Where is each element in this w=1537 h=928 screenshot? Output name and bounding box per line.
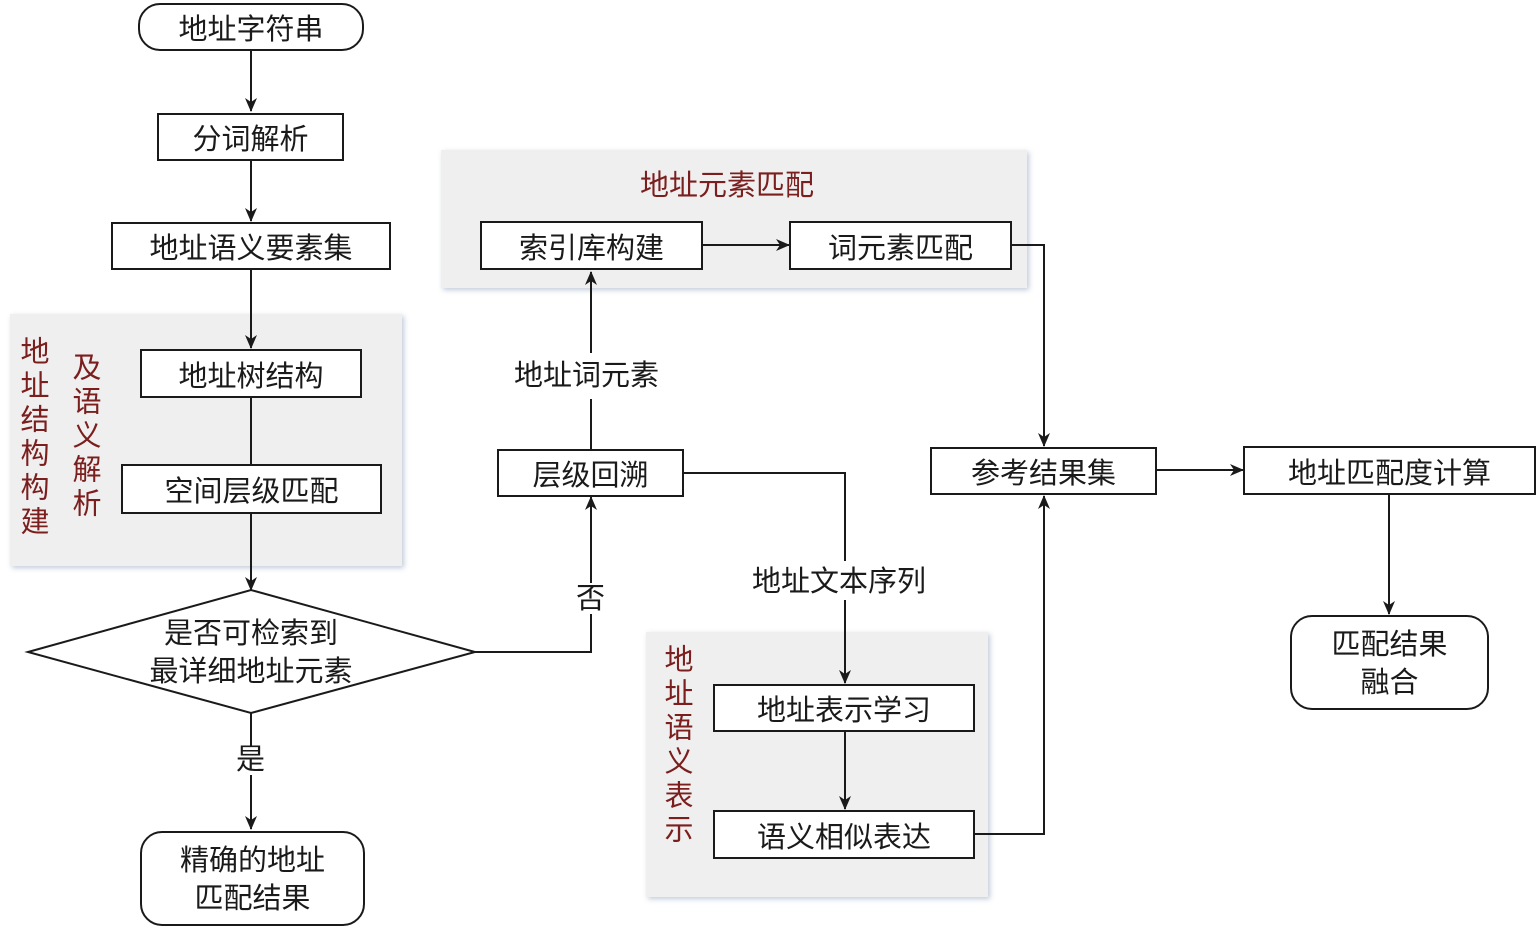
fusion-line1: 匹配结果 — [1331, 626, 1448, 661]
word-match-node: 词元素匹配 — [789, 221, 1012, 270]
edge-label-no: 否 — [576, 581, 606, 615]
backtrack-node: 层级回溯 — [497, 449, 684, 497]
exact-line1: 精确的地址 — [179, 842, 325, 877]
degree-calc-node: 地址匹配度计算 — [1243, 446, 1536, 495]
tokenize-node: 分词解析 — [157, 113, 344, 161]
fusion-node: 匹配结果 融合 — [1290, 615, 1489, 710]
semantic-set-node: 地址语义要素集 — [111, 222, 391, 270]
repr-learn-node: 地址表示学习 — [713, 684, 975, 732]
sim-expr-node: 语义相似表达 — [713, 810, 975, 859]
edge-label-text-sequence: 地址文本序列 — [752, 564, 927, 598]
fusion-line2: 融合 — [1360, 664, 1419, 699]
ref-set-node: 参考结果集 — [930, 447, 1157, 495]
group-structure-title-col2: 及语义解析 — [68, 352, 102, 522]
group-structure-title-col1: 地址结构构建 — [16, 336, 50, 540]
edge-decision-to-backtrack — [475, 614, 592, 653]
exact-result-node: 精确的地址 匹配结果 — [140, 831, 365, 926]
group-semantic-repr-title: 地址语义表示 — [660, 644, 694, 848]
decision-diamond-shape — [24, 588, 479, 715]
edge-sim-to-ref — [975, 495, 1050, 835]
edge-backtrack-to-repr — [684, 472, 846, 561]
decision-line2: 最详细地址元素 — [149, 654, 353, 688]
exact-line2: 匹配结果 — [194, 880, 311, 915]
address-tree-node: 地址树结构 — [140, 349, 362, 398]
decision-node-text: 是否可检索到 最详细地址元素 — [111, 614, 391, 690]
index-build-node: 索引库构建 — [480, 221, 703, 270]
start-node: 地址字符串 — [138, 3, 364, 51]
edge-label-word-elements: 地址词元素 — [514, 358, 660, 392]
decision-line1: 是否可检索到 — [163, 616, 338, 650]
edge-word-to-ref — [1012, 244, 1050, 447]
spatial-match-node: 空间层级匹配 — [121, 464, 382, 514]
group-element-match-title: 地址元素匹配 — [640, 168, 815, 202]
edge-label-yes: 是 — [236, 742, 266, 776]
